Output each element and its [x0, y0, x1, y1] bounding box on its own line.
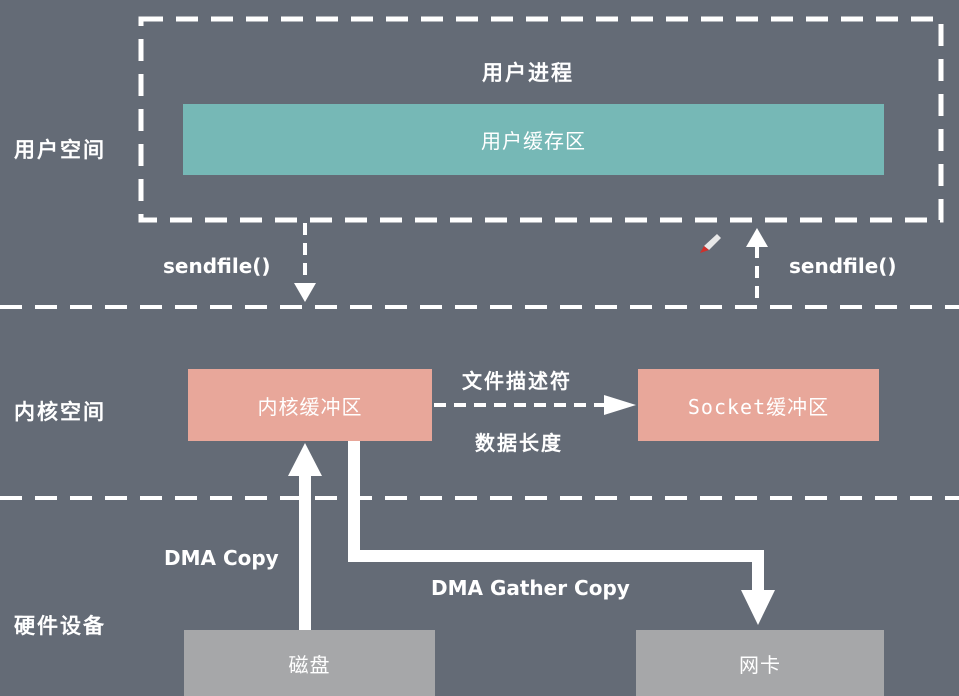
- user-buffer-label: 用户缓存区: [481, 129, 586, 153]
- dma-copy-label: DMA Copy: [164, 546, 279, 570]
- user-process-title: 用户进程: [482, 61, 574, 85]
- user-buffer-box: 用户缓存区: [183, 104, 884, 175]
- nic-box: 网卡: [636, 630, 884, 696]
- socket-buffer-box: Socket缓冲区: [638, 369, 879, 441]
- nic-label: 网卡: [739, 652, 781, 677]
- pen-cursor-icon: [700, 234, 721, 253]
- sendfile-up-arrow-head: [746, 228, 768, 247]
- dma-gather-copy-arrow-head: [741, 590, 775, 625]
- dma-copy-arrow-shaft: [299, 474, 311, 630]
- kernel-space-label: 内核空间: [14, 400, 106, 424]
- data-length-label: 数据长度: [475, 431, 563, 455]
- kernel-buffer-label: 内核缓冲区: [257, 394, 363, 419]
- sendfile-down-arrow-head: [294, 283, 316, 302]
- disk-box: 磁盘: [184, 630, 435, 696]
- descriptor-arrow-head: [604, 395, 636, 415]
- dma-gather-copy-path: [348, 441, 764, 592]
- sendfile-right-label: sendfile(): [789, 254, 897, 278]
- dma-gather-copy-label: DMA Gather Copy: [431, 576, 630, 600]
- file-descriptor-label: 文件描述符: [462, 369, 572, 393]
- socket-buffer-label: Socket缓冲区: [687, 394, 830, 419]
- user-space-label: 用户空间: [14, 138, 106, 162]
- hardware-label: 硬件设备: [14, 614, 106, 638]
- sendfile-left-label: sendfile(): [163, 254, 271, 278]
- user-process-boundary: [138, 16, 944, 223]
- dma-copy-arrow-head: [288, 443, 322, 476]
- kernel-buffer-box: 内核缓冲区: [188, 369, 432, 441]
- disk-label: 磁盘: [288, 652, 331, 677]
